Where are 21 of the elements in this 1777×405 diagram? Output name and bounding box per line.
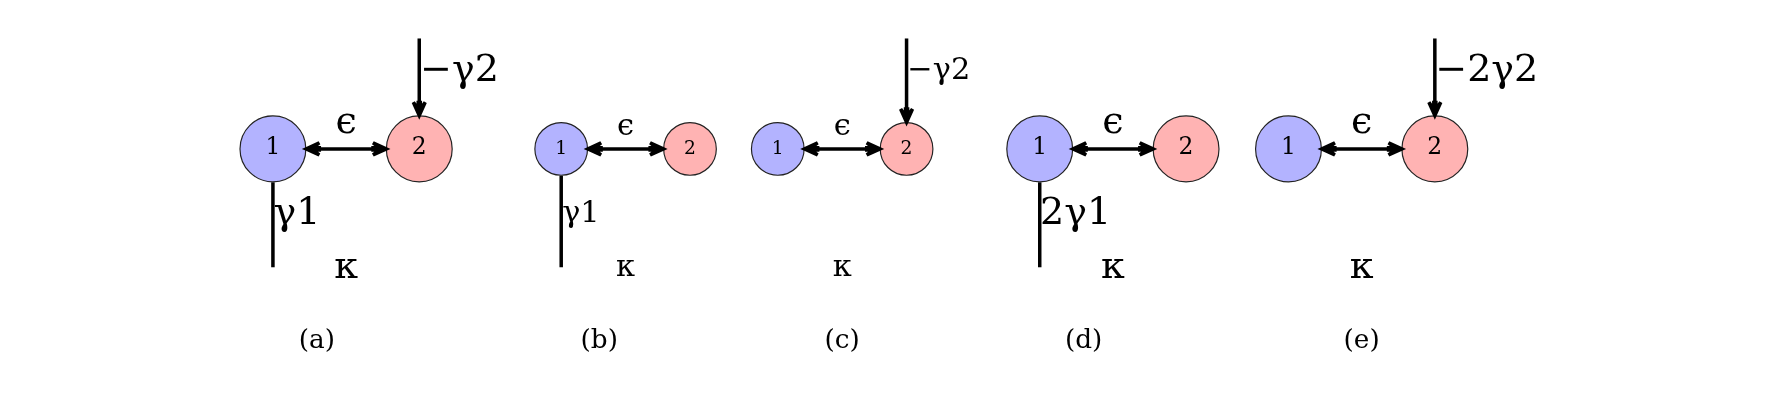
label: (c) [824,323,860,354]
label: (d) [1064,323,1102,354]
label: (e) [1343,323,1380,354]
label: κ [832,248,852,284]
edge-label: −γ2 [906,50,970,86]
label: (a) [298,323,335,354]
edge-label: ϵ [1101,97,1124,142]
edge-label: 2γ1 [1039,188,1111,233]
label: κ [615,248,635,284]
label: κ [333,243,358,288]
edge-label: ϵ [833,107,851,143]
edge-label: ϵ [334,97,357,142]
label: κ [1349,243,1374,288]
edge-label: ϵ [1350,97,1372,142]
label: κ [1100,243,1125,288]
edge-label: γ1 [561,194,600,230]
edge-label: −γ2 [419,45,499,90]
edge-label: −2γ2 [1434,45,1538,90]
label: (b) [580,323,618,354]
edge-label: ϵ [616,107,634,143]
edge-label: γ1 [273,188,321,233]
